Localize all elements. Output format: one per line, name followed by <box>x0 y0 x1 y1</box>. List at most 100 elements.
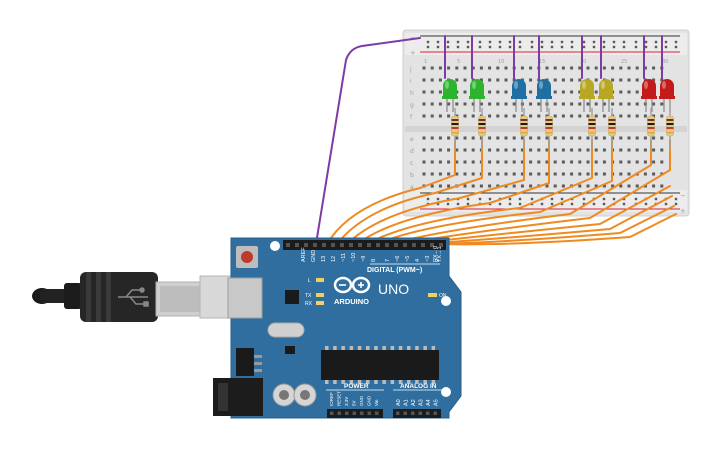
col-number-30: 30 <box>662 59 668 65</box>
analog-in-label: ANALOG IN <box>400 383 437 390</box>
led[interactable] <box>442 79 458 112</box>
signal-wire-pin11[interactable] <box>346 139 525 245</box>
digital-header <box>283 240 446 250</box>
row-letter-b: b <box>410 172 414 179</box>
analog-pin-label: A0 <box>396 399 402 406</box>
reset-button-cap[interactable] <box>241 251 253 263</box>
power-pin-label: GND <box>367 395 372 406</box>
digital-pin-label: TX→1 <box>437 246 443 262</box>
resistors <box>451 108 674 150</box>
col-number-10: 10 <box>498 59 504 65</box>
power-pin-label: Vin <box>374 399 379 406</box>
col-number-15: 15 <box>539 59 545 65</box>
rail-minus-bottom: − <box>680 192 686 200</box>
usb-cable[interactable] <box>32 272 249 322</box>
col-number-20: 20 <box>580 59 586 65</box>
signal-wire-pin9[interactable] <box>366 139 593 245</box>
signal-wire-pin2[interactable] <box>440 213 677 246</box>
row-letter-j: j <box>409 66 412 73</box>
digital-pin-label: ~10 <box>351 253 357 262</box>
row-letter-a: a <box>410 184 414 191</box>
resistor[interactable] <box>588 108 596 150</box>
row-letter-f: f <box>410 114 413 121</box>
led-rx-indicator <box>316 301 324 305</box>
led[interactable] <box>469 79 485 112</box>
digital-pin-label: 12 <box>331 256 337 262</box>
leds <box>442 79 675 112</box>
row-letter-i: i <box>410 78 412 85</box>
digital-pin-label: 13 <box>321 256 327 262</box>
analog-pin-label: A2 <box>411 399 417 406</box>
crystal-oscillator <box>267 322 305 338</box>
row-letter-d: d <box>410 148 414 155</box>
ground-wire[interactable] <box>315 37 421 245</box>
signal-wire-pin10[interactable] <box>356 139 550 245</box>
bottom-header-pins <box>330 411 437 415</box>
digital-pin-label: 4 <box>415 259 421 262</box>
col-number-25: 25 <box>621 59 627 65</box>
power-pin-label: GND <box>359 395 364 406</box>
led-l-label: L <box>308 278 311 284</box>
analog-pin-label: A1 <box>404 399 410 406</box>
resistor[interactable] <box>451 108 459 150</box>
mounting-hole <box>441 296 451 306</box>
power-pin-label: 3.3V <box>344 397 349 406</box>
arduino-infinity-logo <box>333 276 371 294</box>
resistor[interactable] <box>608 108 616 150</box>
on-label: ON <box>439 293 447 299</box>
digital-pin-label: 7 <box>385 259 391 262</box>
resistor[interactable] <box>647 108 655 150</box>
analog-pin-label: A3 <box>419 399 425 406</box>
usb-symbol-icon <box>118 287 149 307</box>
resistor[interactable] <box>520 108 528 150</box>
led[interactable] <box>536 79 552 112</box>
col-number-1: 1 <box>424 59 427 65</box>
led-rx-label: RX <box>305 301 313 307</box>
digital-pin-label: ~3 <box>425 256 431 262</box>
digital-pin-label: 2 <box>435 259 441 262</box>
row-letter-h: h <box>410 90 414 97</box>
digital-pin-label: RX←0 <box>433 246 439 262</box>
rail-plus-top: + <box>410 49 416 57</box>
led[interactable] <box>511 79 527 112</box>
led[interactable] <box>598 79 614 112</box>
resistor[interactable] <box>545 108 553 150</box>
power-pin-label: 5V <box>352 400 357 406</box>
digital-pin-label: ~11 <box>341 253 347 262</box>
digital-header-label: DIGITAL (PWM~) <box>367 267 422 274</box>
led-tx-indicator <box>316 293 324 297</box>
led[interactable] <box>579 79 595 112</box>
led-tx-label: TX <box>305 293 312 299</box>
power-pin-label: RESET <box>337 391 342 406</box>
chip-pins <box>325 346 436 384</box>
analog-pin-label: A5 <box>434 399 440 406</box>
row-letter-c: c <box>410 160 413 167</box>
resistor[interactable] <box>478 108 486 150</box>
led-l-indicator <box>316 278 324 282</box>
mounting-hole <box>441 387 451 397</box>
atmega-chip <box>321 350 439 380</box>
resistor[interactable] <box>666 108 674 150</box>
analog-header <box>393 409 441 418</box>
digital-pin-label: AREF <box>301 247 307 262</box>
rail-plus-bottom: + <box>680 207 686 215</box>
arduino-logo-text: ARDUINO <box>334 297 369 306</box>
analog-pin-label: A4 <box>426 399 432 406</box>
mounting-hole <box>270 241 280 251</box>
signal-wire-pin13[interactable] <box>326 139 456 245</box>
digital-pin-label: ~6 <box>395 256 401 262</box>
col-number-5: 5 <box>457 59 460 65</box>
power-label: POWER <box>344 383 369 390</box>
row-letter-g: g <box>410 102 414 109</box>
signal-wire-pin12[interactable] <box>336 139 483 245</box>
led-on-indicator <box>428 293 437 297</box>
digital-header-pins <box>286 243 443 247</box>
led[interactable] <box>641 79 657 112</box>
digital-pin-label: 8 <box>371 259 377 262</box>
digital-pin-label: ~9 <box>361 256 367 262</box>
board-model: UNO <box>378 281 409 297</box>
